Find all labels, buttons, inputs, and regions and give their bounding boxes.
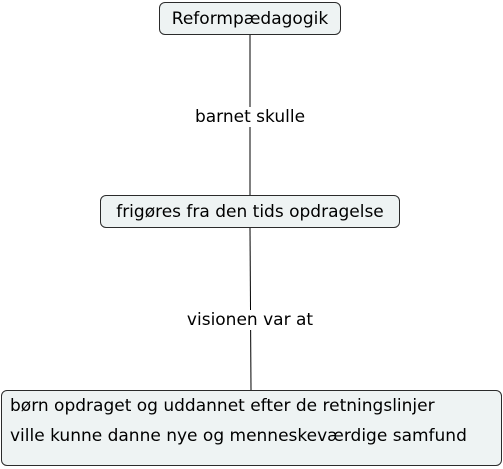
connector-line-bottom: [249, 227, 252, 391]
concept-node-bottom-line-1: børn opdraget og uddannet efter de retni…: [10, 396, 435, 416]
concept-node-bottom-line-2: ville kunne danne nye og menneskeværdige…: [10, 426, 467, 446]
concept-node-middle[interactable]: frigøres fra den tids opdragelse: [100, 195, 400, 228]
link-label-second: visionen var at: [180, 310, 320, 330]
concept-node-middle-label: frigøres fra den tids opdragelse: [116, 201, 384, 222]
concept-node-root[interactable]: Reformpædagogik: [159, 2, 341, 35]
link-label-first: barnet skulle: [188, 107, 312, 127]
concept-node-root-label: Reformpædagogik: [171, 8, 329, 29]
concept-node-bottom[interactable]: børn opdraget og uddannet efter de retni…: [1, 390, 502, 466]
